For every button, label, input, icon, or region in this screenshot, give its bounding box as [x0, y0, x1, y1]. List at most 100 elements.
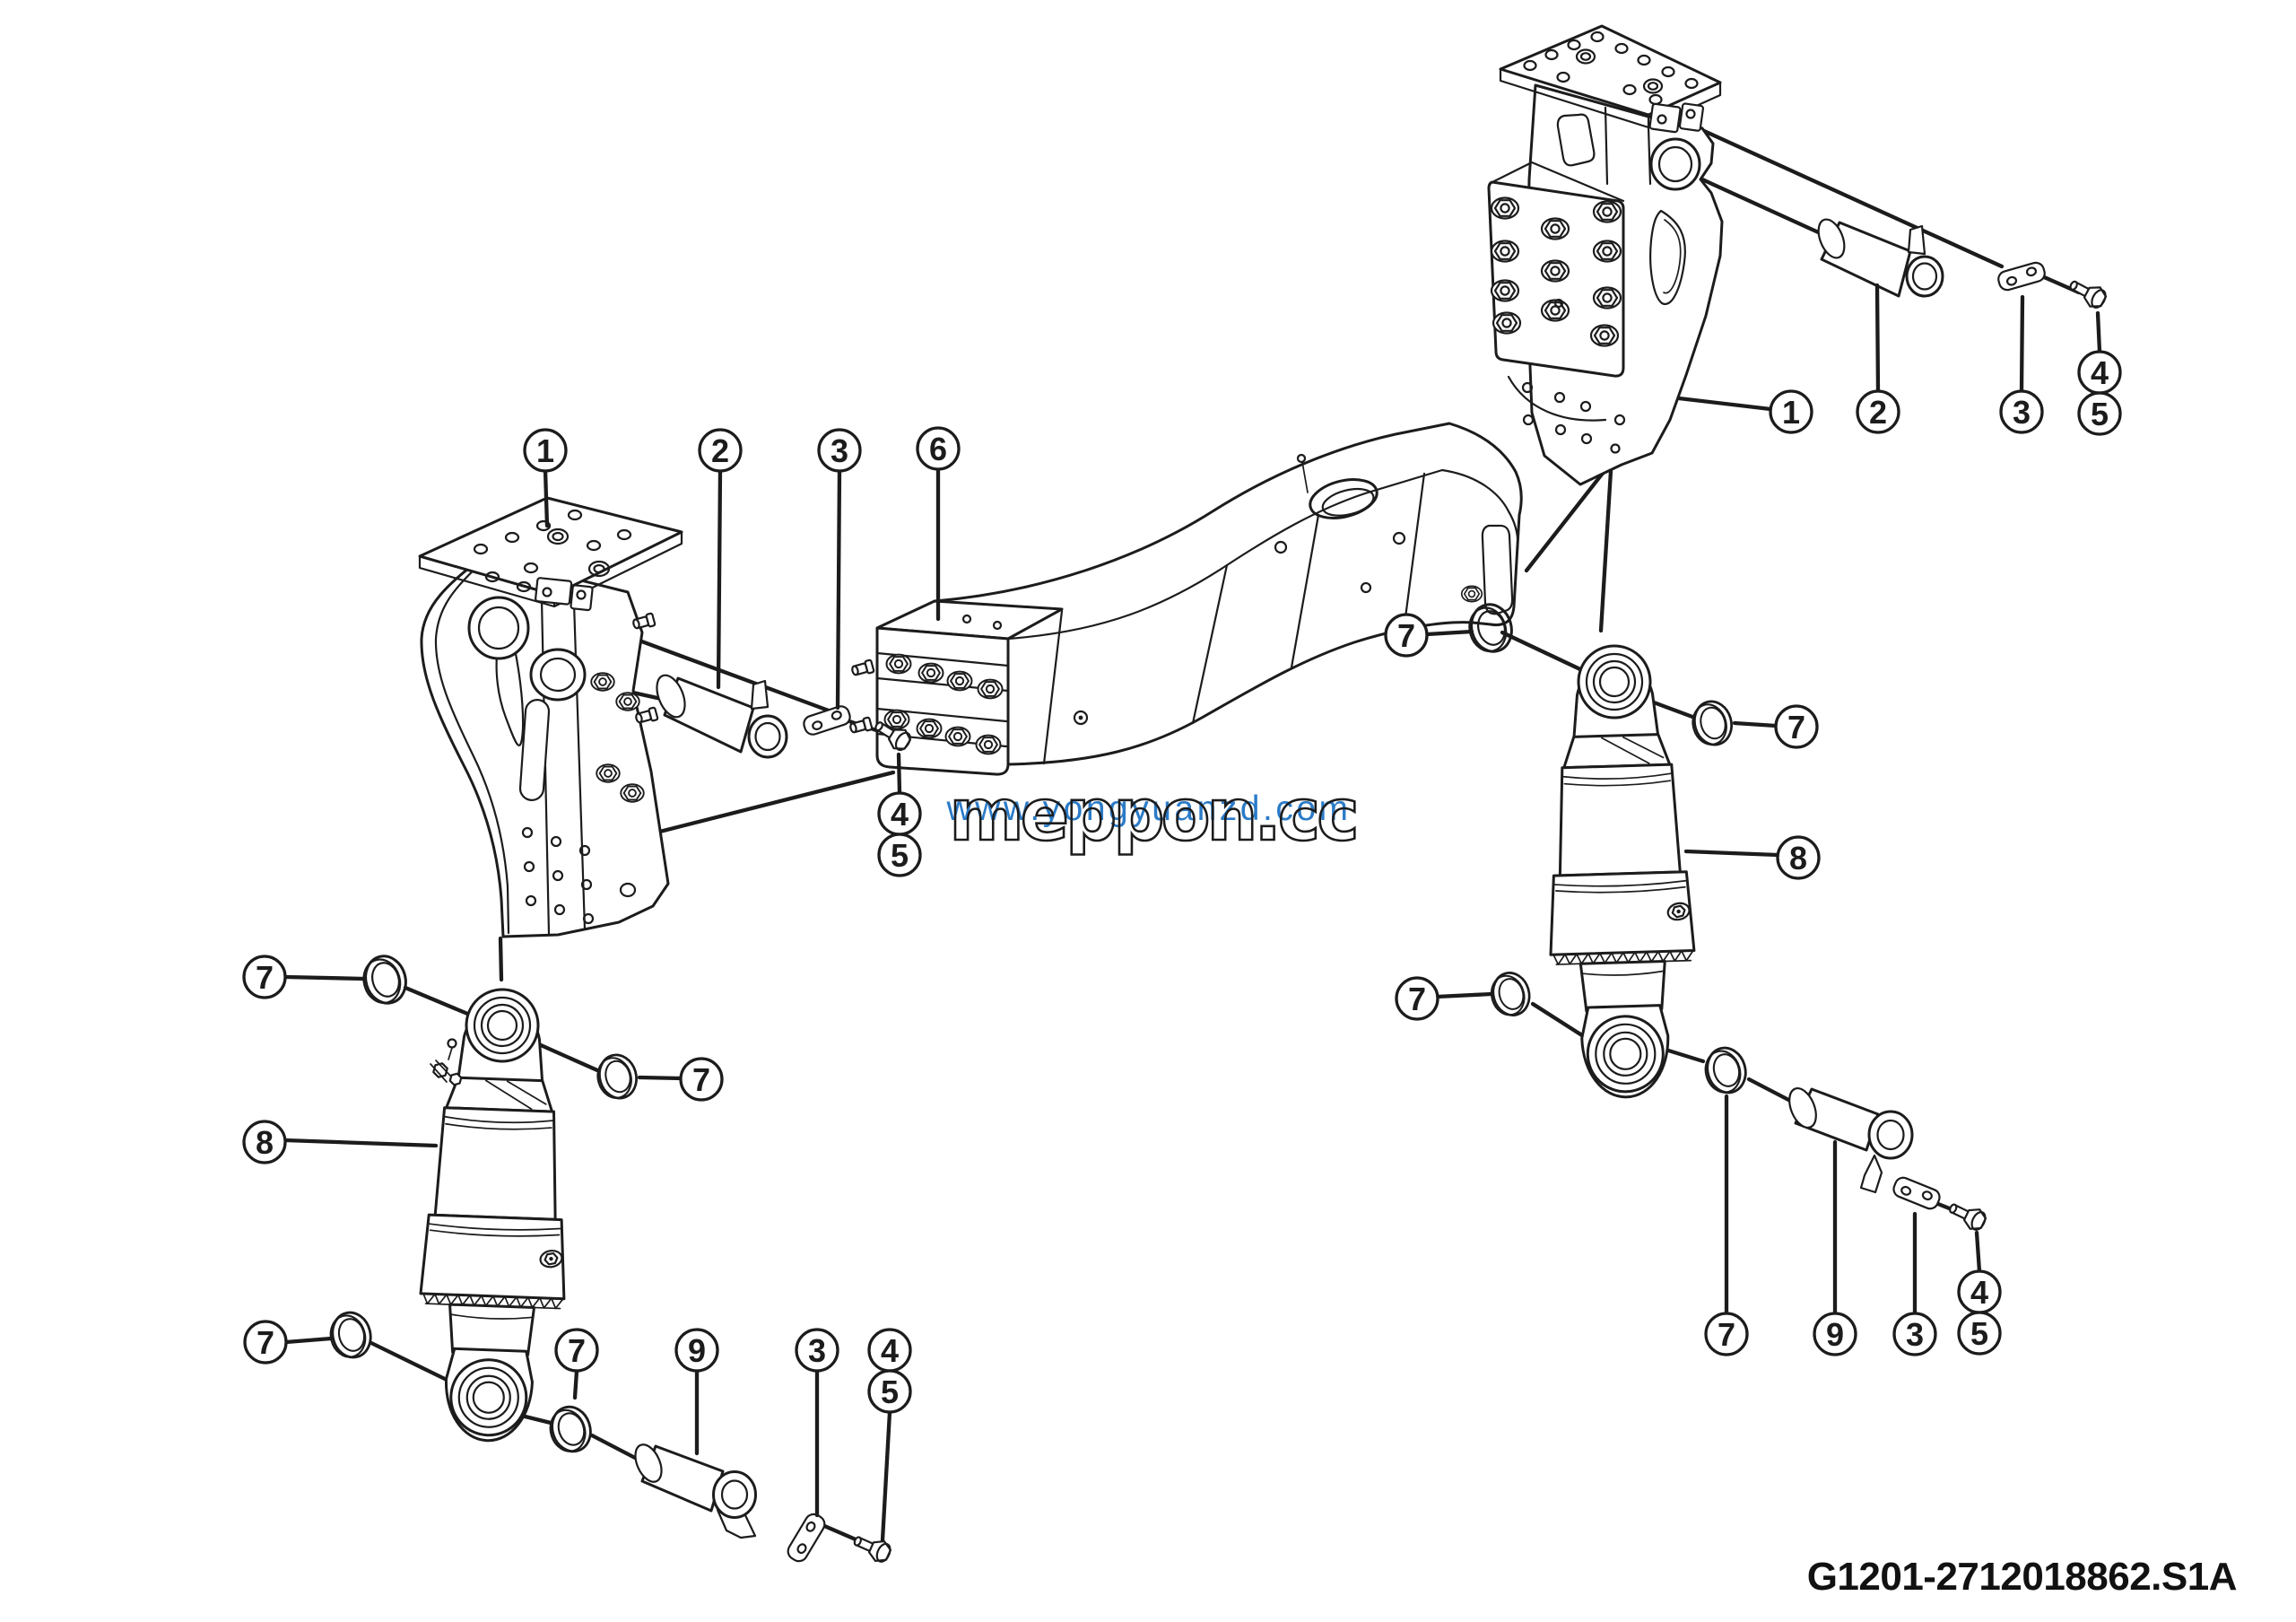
- pin-2-right-drawing: [1817, 218, 1944, 298]
- callout-balloon-2: 2: [1856, 389, 1900, 434]
- callout-2-leader: [1874, 283, 1881, 394]
- callout-balloon-7: 7: [242, 955, 287, 999]
- svg-text:8: 8: [256, 1124, 274, 1161]
- bolt-4-5-right-bottom: [1944, 1196, 1990, 1234]
- callout-5-leader: [880, 1409, 892, 1543]
- callout-balloon-3: 3: [795, 1328, 839, 1373]
- svg-text:4: 4: [881, 1332, 899, 1369]
- callout-balloon-5: 5: [867, 1369, 912, 1414]
- bolt-4-5-left-bottom: [849, 1529, 895, 1566]
- left-mount-bracket-drawing: [418, 496, 683, 938]
- callout-balloon-5: 5: [2077, 391, 2122, 436]
- callout-balloon-5: 5: [877, 833, 922, 877]
- svg-text:7: 7: [256, 959, 274, 996]
- keeper-plate-3-right-top-drawing: [1997, 261, 2046, 292]
- svg-text:4: 4: [891, 796, 909, 833]
- svg-text:7: 7: [1787, 709, 1805, 746]
- seal-ring-7: [1686, 695, 1738, 752]
- seal-ring-7: [543, 1400, 598, 1459]
- callout-balloon-3: 3: [817, 428, 862, 473]
- callout-7-leader: [283, 1336, 334, 1345]
- svg-text:3: 3: [808, 1332, 826, 1369]
- callout-3-leader: [835, 467, 842, 711]
- callout-4-leader: [1974, 1230, 1982, 1274]
- svg-text:7: 7: [257, 1324, 274, 1361]
- callout-1-leader: [1676, 396, 1773, 412]
- svg-text:5: 5: [891, 837, 909, 874]
- callout-8-leader: [283, 1138, 439, 1148]
- svg-text:3: 3: [1906, 1316, 1924, 1353]
- keeper-plate-3-right-bottom-drawing: [1892, 1176, 1941, 1210]
- callout-balloon-7: 7: [554, 1328, 599, 1373]
- pin-9-right-drawing: [1788, 1087, 1914, 1194]
- svg-text:8: 8: [1789, 840, 1807, 876]
- svg-text:7: 7: [1408, 981, 1426, 1017]
- svg-text:6: 6: [929, 431, 947, 467]
- callout-balloon-7: 7: [243, 1320, 288, 1365]
- part-code-label: G1201-2712018862.S1A: [1807, 1555, 2237, 1599]
- svg-text:5: 5: [1970, 1315, 1988, 1352]
- svg-text:2: 2: [711, 432, 729, 469]
- callout-balloon-2: 2: [698, 428, 743, 473]
- svg-text:9: 9: [1826, 1316, 1844, 1353]
- callout-balloon-6: 6: [916, 426, 961, 471]
- callout-balloon-4: 4: [2077, 350, 2122, 395]
- svg-text:5: 5: [881, 1373, 899, 1410]
- seal-ring-7: [591, 1049, 643, 1105]
- callout-balloon-9: 9: [674, 1328, 719, 1373]
- callout-4-leader: [2095, 310, 2102, 354]
- svg-text:1: 1: [536, 432, 554, 469]
- callout-balloon-7: 7: [679, 1057, 724, 1102]
- callout-balloon-4: 4: [877, 791, 922, 836]
- callout-layer: 1 2 3 6 4 5 1 2 3 4 5 7 7 8 7 7 9 3 4 5 7 7 8 7 7 9 3 4 5: [242, 283, 2122, 1543]
- callout-balloon-4: 4: [1957, 1269, 2002, 1314]
- svg-text:9: 9: [688, 1332, 706, 1369]
- keeper-plate-3-left-top-drawing: [803, 705, 851, 736]
- crossmember-drawing: [848, 422, 1523, 776]
- pin-2-left-drawing: [656, 674, 788, 759]
- svg-text:7: 7: [1718, 1316, 1735, 1353]
- bolt-4-5-right-top: [2065, 274, 2110, 312]
- seal-ring-7: [324, 1307, 377, 1364]
- svg-text:2: 2: [1869, 394, 1887, 431]
- watermark-url-text: www.yongyuanzd.com: [945, 789, 1351, 828]
- callout-balloon-9: 9: [1813, 1312, 1857, 1356]
- callout-7-leader: [1424, 629, 1474, 637]
- shock-left-fitting: [430, 1038, 463, 1086]
- svg-text:7: 7: [692, 1061, 710, 1098]
- callout-4-leader: [896, 752, 902, 796]
- callout-balloon-7: 7: [1384, 613, 1429, 658]
- callout-7-leader: [1434, 991, 1494, 999]
- callout-balloon-4: 4: [867, 1328, 912, 1373]
- svg-text:7: 7: [1397, 617, 1415, 654]
- callout-balloon-5: 5: [1957, 1311, 2002, 1356]
- callout-balloon-1: 1: [523, 428, 568, 473]
- svg-text:5: 5: [2091, 396, 2109, 432]
- callout-2-leader: [716, 467, 723, 690]
- callout-balloon-7: 7: [1774, 704, 1819, 749]
- svg-text:3: 3: [831, 432, 848, 469]
- svg-text:7: 7: [568, 1332, 586, 1369]
- callout-1-leader: [543, 467, 550, 528]
- svg-text:1: 1: [1782, 394, 1800, 431]
- callout-7-leader: [283, 974, 367, 981]
- right-mount-bracket-drawing: [1487, 24, 1724, 486]
- callout-balloon-8: 8: [1776, 835, 1821, 880]
- keeper-plate-3-left-bottom-drawing: [787, 1513, 826, 1563]
- watermark-brand-text: meppon.cc: [949, 773, 1355, 857]
- callout-balloon-7: 7: [1704, 1312, 1749, 1356]
- callout-balloon-1: 1: [1769, 389, 1813, 434]
- svg-text:4: 4: [1970, 1274, 1988, 1311]
- pin-9-left-drawing: [634, 1443, 757, 1539]
- seal-ring-7: [1484, 967, 1535, 1022]
- callout-balloon-3: 3: [1999, 389, 2044, 434]
- callout-7-leader: [1732, 720, 1779, 728]
- svg-text:4: 4: [2091, 354, 2109, 391]
- callout-7-leader: [637, 1075, 683, 1081]
- seal-ring-7: [356, 949, 413, 1010]
- seal-ring-7: [1699, 1042, 1752, 1100]
- callout-7-leader: [572, 1368, 579, 1400]
- callout-balloon-7: 7: [1395, 976, 1439, 1021]
